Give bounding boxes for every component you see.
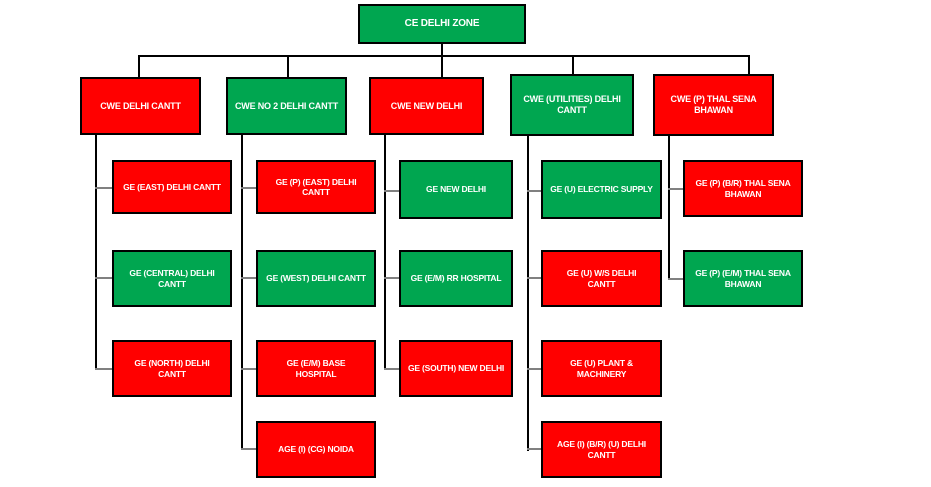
connector-drop-branch-3	[441, 55, 443, 77]
connector-stub-4-3	[527, 368, 543, 370]
connector-spine-branch-2	[241, 135, 243, 450]
node-branch-3-child-2[interactable]: GE (E/M) RR HOSPITAL	[399, 250, 513, 307]
connector-root-bus	[138, 55, 748, 57]
node-branch-2-child-2[interactable]: GE (WEST) DELHI CANTT	[256, 250, 376, 307]
connector-stub-5-2	[668, 278, 684, 280]
connector-stub-4-1	[527, 190, 543, 192]
node-branch-2-child-3[interactable]: GE (E/M) BASE HOSPITAL	[256, 340, 376, 397]
node-branch-2-child-1[interactable]: GE (P) (EAST) DELHI CANTT	[256, 160, 376, 214]
node-label: GE (E/M) RR HOSPITAL	[410, 273, 502, 284]
node-label: GE (NORTH) DELHI CANTT	[134, 358, 210, 379]
connector-root-stem	[441, 44, 443, 56]
node-branch-4-child-2[interactable]: GE (U) W/S DELHI CANTT	[541, 250, 662, 307]
node-branch-5-head[interactable]: CWE (P) THAL SENA BHAWAN	[653, 74, 774, 136]
node-branch-3-child-3[interactable]: GE (SOUTH) NEW DELHI	[399, 340, 513, 397]
node-label: GE (U) PLANT & MACHINERY	[570, 358, 633, 379]
connector-stub-1-2	[95, 277, 113, 279]
node-branch-3-child-1[interactable]: GE NEW DELHI	[399, 160, 513, 219]
connector-stub-2-2	[241, 277, 259, 279]
node-branch-4-child-1[interactable]: GE (U) ELECTRIC SUPPLY	[541, 160, 662, 219]
node-label: AGE (I) (B/R) (U) DELHI CANTT	[557, 439, 646, 460]
node-branch-5-child-1[interactable]: GE (P) (B/R) THAL SENA BHAWAN	[683, 160, 803, 217]
connector-drop-branch-4	[572, 55, 574, 77]
node-label: CWE NO 2 DELHI CANTT	[235, 100, 338, 111]
node-branch-1-head[interactable]: CWE DELHI CANTT	[80, 77, 201, 135]
connector-stub-4-4	[527, 448, 543, 450]
node-label: CWE (UTILITIES) DELHI CANTT	[523, 94, 621, 115]
node-label: CE DELHI ZONE	[404, 17, 480, 29]
node-label: GE (CENTRAL) DELHI CANTT	[129, 268, 215, 289]
node-branch-4-child-4[interactable]: AGE (I) (B/R) (U) DELHI CANTT	[541, 421, 662, 478]
connector-stub-1-1	[95, 187, 113, 189]
connector-spine-branch-5	[668, 136, 670, 280]
connector-stub-4-2	[527, 277, 543, 279]
connector-stub-2-4	[241, 448, 259, 450]
node-label: GE (EAST) DELHI CANTT	[123, 181, 221, 192]
node-label: GE (P) (B/R) THAL SENA BHAWAN	[695, 178, 791, 199]
connector-spine-branch-1	[95, 135, 97, 370]
node-label: GE (U) W/S DELHI CANTT	[566, 268, 637, 289]
node-label: CWE NEW DELHI	[390, 100, 463, 111]
connector-drop-branch-5	[748, 55, 750, 77]
node-branch-2-child-4[interactable]: AGE (I) (CG) NOIDA	[256, 421, 376, 478]
node-branch-1-child-3[interactable]: GE (NORTH) DELHI CANTT	[112, 340, 232, 397]
node-label: GE (E/M) BASE HOSPITAL	[286, 358, 346, 379]
node-label: CWE (P) THAL SENA BHAWAN	[670, 94, 757, 115]
connector-spine-branch-4	[527, 136, 529, 451]
node-branch-2-head[interactable]: CWE NO 2 DELHI CANTT	[226, 77, 347, 135]
connector-stub-3-2	[384, 277, 402, 279]
connector-spine-branch-3	[384, 135, 386, 370]
node-branch-1-child-1[interactable]: GE (EAST) DELHI CANTT	[112, 160, 232, 214]
node-branch-4-child-3[interactable]: GE (U) PLANT & MACHINERY	[541, 340, 662, 397]
node-branch-3-head[interactable]: CWE NEW DELHI	[369, 77, 484, 135]
node-label: GE (U) ELECTRIC SUPPLY	[550, 184, 653, 195]
node-label: GE (P) (EAST) DELHI CANTT	[275, 176, 357, 197]
connector-stub-2-1	[241, 187, 259, 189]
node-branch-4-head[interactable]: CWE (UTILITIES) DELHI CANTT	[510, 74, 634, 136]
node-branch-1-child-2[interactable]: GE (CENTRAL) DELHI CANTT	[112, 250, 232, 307]
node-label: GE NEW DELHI	[426, 184, 486, 195]
node-label: GE (SOUTH) NEW DELHI	[407, 363, 505, 374]
node-root-ce-delhi-zone[interactable]: CE DELHI ZONE	[358, 4, 526, 44]
connector-stub-5-1	[668, 188, 684, 190]
connector-stub-1-3	[95, 368, 113, 370]
connector-drop-branch-2	[287, 55, 289, 77]
node-label: GE (P) (E/M) THAL SENA BHAWAN	[695, 268, 791, 289]
connector-stub-3-3	[384, 368, 402, 370]
node-branch-5-child-2[interactable]: GE (P) (E/M) THAL SENA BHAWAN	[683, 250, 803, 307]
node-label: CWE DELHI CANTT	[100, 100, 181, 111]
connector-stub-3-1	[384, 190, 402, 192]
connector-stub-2-3	[241, 368, 259, 370]
connector-drop-branch-1	[138, 55, 140, 77]
node-label: GE (WEST) DELHI CANTT	[266, 273, 366, 284]
node-label: AGE (I) (CG) NOIDA	[278, 444, 354, 455]
